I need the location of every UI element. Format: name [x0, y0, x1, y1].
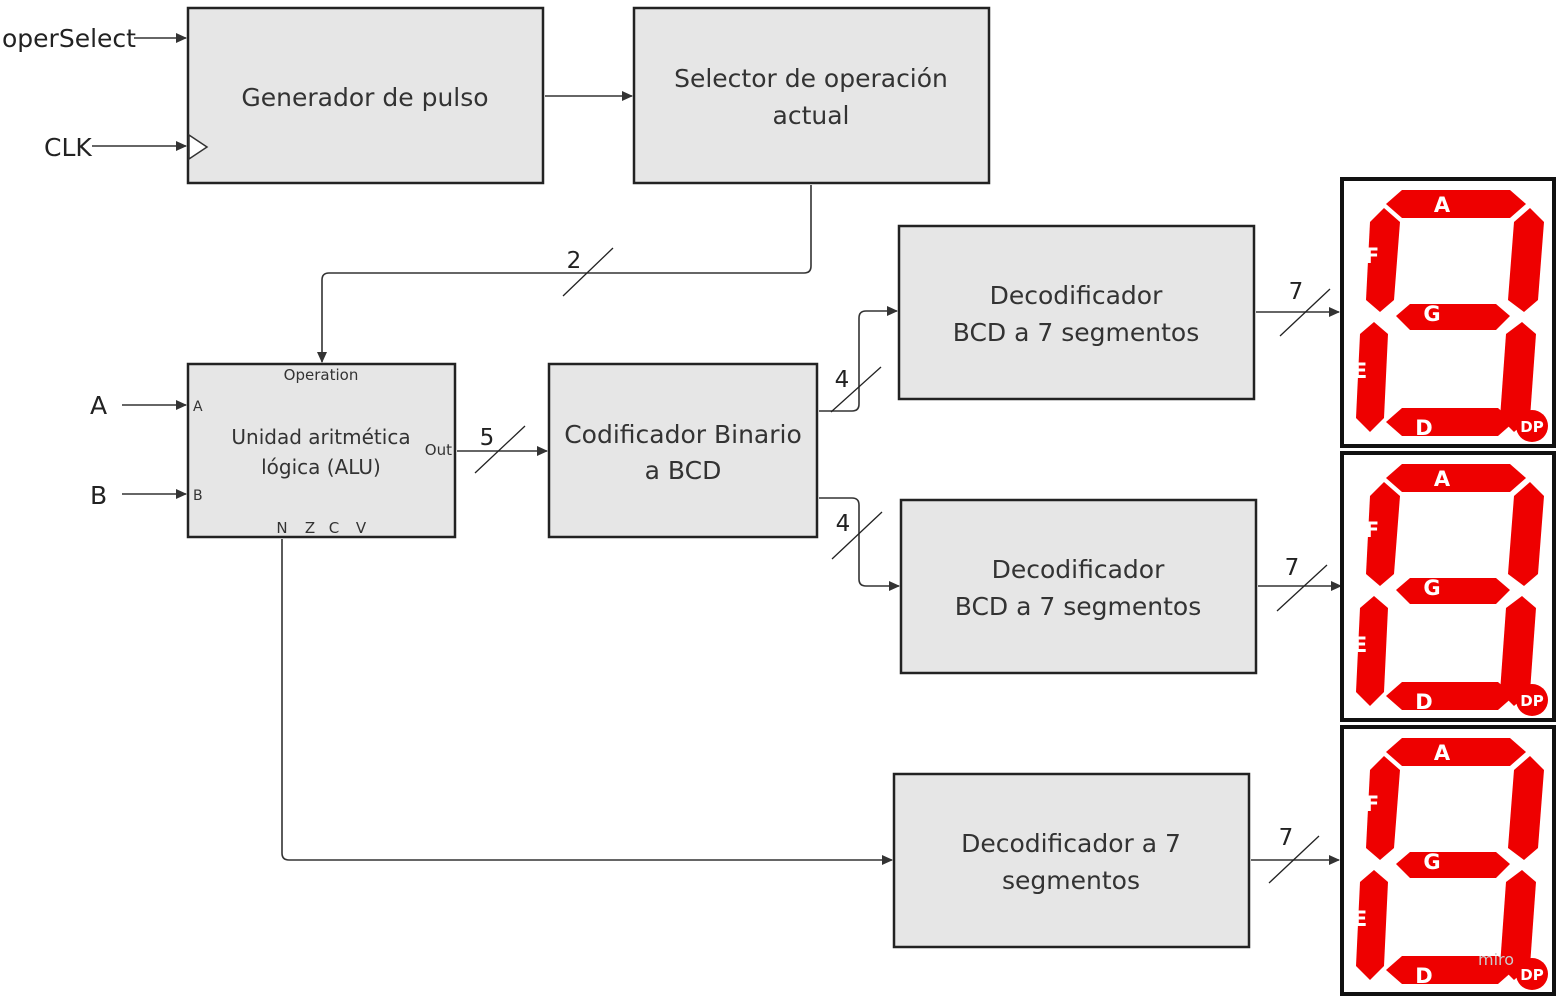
- seven-segment-display-bottom: A B C D E F G DP: [1340, 725, 1556, 996]
- segment-label-g: G: [1423, 302, 1440, 326]
- seven-segment-display-top: A B C D E F G DP: [1340, 177, 1556, 448]
- alu-flag-c: C: [329, 519, 339, 537]
- bus-slash-4-middle: [831, 511, 883, 560]
- decimal-point-label: DP: [1520, 692, 1543, 710]
- pulse-generator-label: Generador de pulso: [241, 83, 488, 112]
- pulse-generator-block: Generador de pulso: [186, 6, 545, 185]
- encoder-to-decoder-top-wire: [819, 306, 898, 412]
- segment-label-d: D: [1415, 690, 1432, 714]
- selector-to-alu-wire: [317, 185, 812, 363]
- decoder-top-label-line2: BCD a 7 segmentos: [953, 318, 1199, 347]
- input-label-b: B: [90, 481, 107, 510]
- alu-label-line1: Unidad aritmética: [231, 425, 410, 449]
- bcd-encoder-label-line1: Codificador Binario: [564, 420, 802, 449]
- bus-width-encoder-decoder-middle: 4: [836, 511, 851, 537]
- decoder-bottom-label-line1: Decodificador a 7: [961, 829, 1181, 858]
- decoder-top-label-line1: Decodificador: [990, 281, 1163, 310]
- segment-label-e: E: [1353, 907, 1367, 931]
- segment-label-c: C: [1480, 907, 1495, 931]
- decimal-point-label: DP: [1520, 418, 1543, 436]
- bus-slash-5: [474, 425, 526, 474]
- segment-label-c: C: [1480, 359, 1495, 383]
- bcd-encoder-label-line2: a BCD: [645, 456, 722, 485]
- decoder-bottom-block: Decodificador a 7 segmentos: [892, 772, 1251, 949]
- segment-label-f: F: [1365, 792, 1379, 816]
- decoder-middle-label-line2: BCD a 7 segmentos: [955, 592, 1201, 621]
- bus-slash-7-bottom: [1268, 835, 1320, 884]
- bus-width-encoder-decoder-top: 4: [835, 367, 850, 393]
- bus-width-decoder-bottom-display: 7: [1279, 825, 1294, 851]
- bus-width-alu-encoder: 5: [480, 425, 495, 451]
- bus-slash-4-top: [830, 366, 882, 413]
- encoder-to-decoder-middle-wire: [819, 497, 900, 591]
- segment-label-g: G: [1423, 576, 1440, 600]
- bus-width-decoder-middle-display: 7: [1285, 555, 1300, 581]
- alu-flag-v: V: [356, 519, 367, 537]
- bus-width-decoder-top-display: 7: [1289, 279, 1304, 305]
- decoder-top-block: Decodificador BCD a 7 segmentos: [897, 224, 1256, 401]
- bus-width-selector-alu: 2: [567, 248, 582, 274]
- alu-flag-n: N: [276, 519, 287, 537]
- operation-selector-label-line2: actual: [773, 101, 850, 130]
- segment-label-b: B: [1491, 792, 1507, 816]
- alu-block: Operation Unidad aritmética lógica (ALU)…: [186, 362, 457, 539]
- operation-selector-label-line1: Selector de operación: [674, 64, 948, 93]
- bcd-encoder-block: Codificador Binario a BCD: [547, 362, 819, 539]
- alu-pin-operation: Operation: [284, 366, 359, 384]
- input-label-operselect: operSelect: [2, 24, 136, 53]
- segment-label-b: B: [1491, 518, 1507, 542]
- segment-label-d: D: [1415, 416, 1432, 440]
- input-label-a: A: [90, 391, 107, 420]
- segment-label-f: F: [1365, 244, 1379, 268]
- miro-watermark: miro: [1478, 950, 1514, 969]
- clock-triangle-icon: [188, 133, 209, 161]
- input-label-clk: CLK: [44, 133, 92, 162]
- seven-segment-display-middle: A B C D E F G DP: [1340, 451, 1556, 722]
- bus-slash-7-middle: [1276, 564, 1328, 612]
- decoder-middle-block: Decodificador BCD a 7 segmentos: [899, 498, 1258, 675]
- segment-label-e: E: [1353, 633, 1367, 657]
- alu-pin-out: Out: [425, 441, 452, 459]
- alu-flags-to-decoder-bottom-wire: [281, 539, 893, 865]
- segment-label-d: D: [1415, 964, 1432, 988]
- decimal-point-dot: [1516, 684, 1548, 716]
- segment-label-a: A: [1434, 741, 1451, 765]
- decoder-bottom-label-line2: segmentos: [1002, 866, 1140, 895]
- segment-label-f: F: [1365, 518, 1379, 542]
- segment-label-b: B: [1491, 244, 1507, 268]
- segment-label-c: C: [1480, 633, 1495, 657]
- alu-pin-b: B: [193, 488, 203, 504]
- decoder-middle-label-line1: Decodificador: [992, 555, 1165, 584]
- alu-pin-a: A: [193, 399, 203, 415]
- bus-slash-7-top: [1279, 288, 1331, 337]
- segment-label-g: G: [1423, 850, 1440, 874]
- segment-label-e: E: [1353, 359, 1367, 383]
- operation-selector-block: Selector de operación actual: [632, 6, 991, 185]
- decimal-point-label: DP: [1520, 966, 1543, 984]
- segment-label-a: A: [1434, 193, 1451, 217]
- alu-label-line2: lógica (ALU): [261, 455, 381, 479]
- alu-flag-z: Z: [305, 519, 315, 537]
- decimal-point-dot: [1516, 410, 1548, 442]
- segment-label-a: A: [1434, 467, 1451, 491]
- decimal-point-dot: [1516, 958, 1548, 990]
- bus-slash-2: [562, 247, 614, 297]
